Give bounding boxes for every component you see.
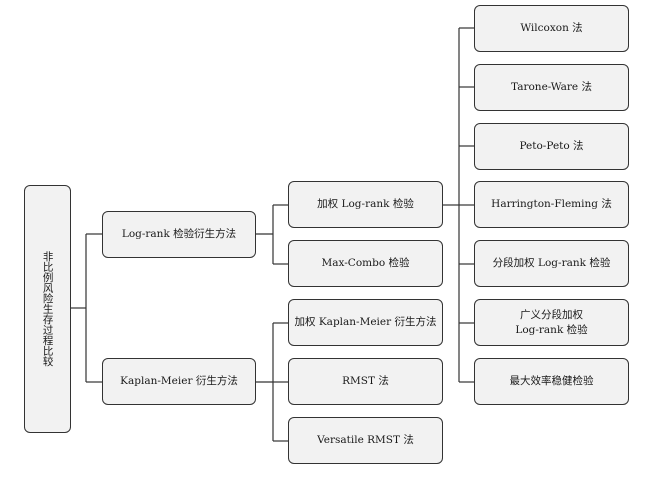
harrington-fleming-node: Harrington-Fleming 法 [474,181,629,228]
versatile-rmst-label: Versatile RMST 法 [317,434,414,447]
wilcoxon-label: Wilcoxon 法 [520,22,583,35]
weighted-kaplan-meier-label: 加权 Kaplan-Meier 衍生方法 [294,316,437,329]
generalized-piecewise-weighted-logrank-node: 广义分段加权 Log-rank 检验 [474,299,629,346]
weighted-kaplan-meier-node: 加权 Kaplan-Meier 衍生方法 [288,299,443,346]
root-node: 非比例风险生存过程比较 [24,185,71,433]
piecewise-weighted-logrank-label: 分段加权 Log-rank 检验 [492,257,611,270]
weighted-logrank-label: 加权 Log-rank 检验 [317,198,414,211]
wilcoxon-node: Wilcoxon 法 [474,5,629,52]
kaplan-meier-derived-node: Kaplan-Meier 衍生方法 [102,358,256,405]
tarone-ware-label: Tarone-Ware 法 [511,81,592,94]
max-combo-node: Max-Combo 检验 [288,240,443,287]
peto-peto-node: Peto-Peto 法 [474,123,629,170]
tarone-ware-node: Tarone-Ware 法 [474,64,629,111]
root-label: 非比例风险生存过程比较 [41,251,54,367]
piecewise-weighted-logrank-node: 分段加权 Log-rank 检验 [474,240,629,287]
versatile-rmst-node: Versatile RMST 法 [288,417,443,464]
generalized-piecewise-weighted-logrank-label: 广义分段加权 Log-rank 检验 [515,309,588,336]
logrank-derived-node: Log-rank 检验衍生方法 [102,211,256,258]
weighted-logrank-node: 加权 Log-rank 检验 [288,181,443,228]
kaplan-meier-derived-label: Kaplan-Meier 衍生方法 [120,375,238,388]
max-combo-label: Max-Combo 检验 [321,257,410,270]
rmst-label: RMST 法 [342,375,389,388]
harrington-fleming-label: Harrington-Fleming 法 [491,198,612,211]
max-efficiency-robust-test-node: 最大效率稳健检验 [474,358,629,405]
max-efficiency-robust-test-label: 最大效率稳健检验 [509,375,594,388]
rmst-node: RMST 法 [288,358,443,405]
peto-peto-label: Peto-Peto 法 [519,140,584,153]
logrank-derived-label: Log-rank 检验衍生方法 [121,228,237,241]
